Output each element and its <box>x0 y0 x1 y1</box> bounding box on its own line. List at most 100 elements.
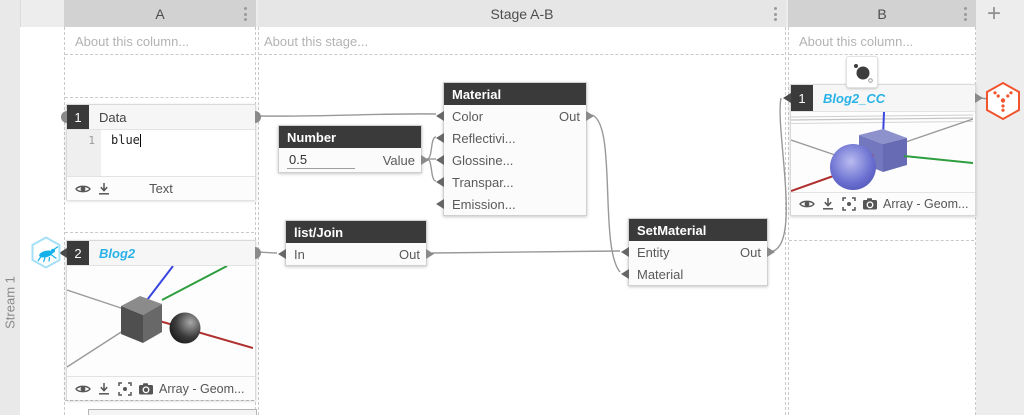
material-row-color: Color Out <box>436 105 594 127</box>
add-column-button[interactable]: + <box>986 0 1001 27</box>
data-type-label: Text <box>149 181 173 196</box>
number-out-label: Value <box>382 152 415 168</box>
setmaterial-material-input-port[interactable] <box>621 269 629 279</box>
stage-header[interactable]: Stage A-B <box>258 0 786 27</box>
data-card-header[interactable]: 1 Data <box>61 105 261 130</box>
blog2cc-geometry-label: Array - Geom... <box>883 197 969 211</box>
column-a-menu-icon[interactable] <box>244 6 247 22</box>
focus-icon[interactable] <box>841 196 857 212</box>
grasshopper-badge[interactable] <box>31 236 61 269</box>
blog2cc-3d-viewport[interactable] <box>791 112 973 192</box>
number-node-row: Value <box>279 148 429 172</box>
column-b-title: B <box>877 5 887 22</box>
blog2-card-title: Blog2 <box>99 245 136 261</box>
stream-sidebar: Stream 1 <box>0 0 21 415</box>
data-output-port[interactable] <box>255 111 261 123</box>
material-row-emission: Emission... <box>436 193 586 215</box>
setmaterial-row-material: Material <box>621 263 767 285</box>
visibility-icon[interactable] <box>799 196 815 212</box>
listjoin-out-port[interactable] <box>426 249 434 259</box>
focus-icon[interactable] <box>117 381 133 397</box>
visibility-icon[interactable] <box>75 181 91 197</box>
setmaterial-out-label: Out <box>740 244 761 260</box>
column-a-about-row <box>65 28 254 55</box>
material-glossiness-input-port[interactable] <box>436 155 444 165</box>
z-axis <box>143 266 174 305</box>
material-blob-icon <box>854 64 873 83</box>
setmaterial-output-port[interactable] <box>767 247 775 257</box>
material-out-label: Out <box>559 108 580 124</box>
material-emission-label: Emission... <box>452 196 516 212</box>
column-b-header[interactable]: B <box>788 0 976 27</box>
blog2cc-card: 1 Blog2_CC <box>783 84 983 216</box>
blog2cc-card-header[interactable]: 1 Blog2_CC <box>783 85 983 112</box>
download-icon[interactable] <box>96 181 112 197</box>
x-axis <box>148 317 253 349</box>
blog2-card-footer: Array - Geom... <box>67 376 255 400</box>
number-value-output-port[interactable] <box>421 155 429 165</box>
grid-line <box>791 139 842 158</box>
listjoin-node: list/Join In Out <box>278 220 434 266</box>
blog2-card-header[interactable]: 2 Blog2 <box>59 241 261 266</box>
camera-icon[interactable] <box>138 381 154 397</box>
blog2-geometry-label: Array - Geom... <box>159 381 245 396</box>
material-color-input-port[interactable] <box>436 111 444 121</box>
setmaterial-entity-label: Entity <box>637 244 670 260</box>
stream-label: Stream 1 <box>2 276 18 329</box>
listjoin-in-label: In <box>294 246 305 262</box>
blog2-input-port[interactable] <box>59 248 67 258</box>
setmaterial-node-header[interactable]: SetMaterial <box>629 219 767 241</box>
blue-sphere <box>830 144 876 190</box>
download-icon[interactable] <box>820 196 836 212</box>
dotted-starburst-icon <box>993 91 1013 112</box>
setmaterial-entity-input-port[interactable] <box>621 247 629 257</box>
blog2cc-card-index-badge: 1 <box>791 85 813 111</box>
material-row-glossiness: Glossine... <box>436 149 586 171</box>
editor-code-text: blue <box>111 133 140 147</box>
material-reflectivity-input-port[interactable] <box>436 133 444 143</box>
material-reflectivity-label: Reflectivi... <box>452 130 516 146</box>
dark-sphere <box>169 312 201 344</box>
partial-card-top-edge <box>88 409 257 415</box>
blog2cc-output-port[interactable] <box>975 93 983 103</box>
gray-cube <box>121 296 162 343</box>
cell-divider <box>65 232 254 233</box>
material-output-port[interactable] <box>586 111 594 121</box>
column-a-header[interactable]: A <box>64 0 256 27</box>
data-code-editor[interactable]: 1 blue <box>67 130 255 176</box>
grid-line <box>67 326 130 368</box>
visibility-icon[interactable] <box>75 381 91 397</box>
blog2-3d-viewport[interactable] <box>67 266 253 376</box>
horizon-line <box>791 117 973 121</box>
column-b-menu-icon[interactable] <box>964 6 967 22</box>
setmaterial-row-entity: Entity Out <box>621 241 775 263</box>
number-node-header[interactable]: Number <box>279 126 421 148</box>
data-card-title: Data <box>99 109 127 125</box>
material-node-header[interactable]: Material <box>444 83 586 105</box>
listjoin-out-label: Out <box>399 246 420 262</box>
editor-gutter: 1 <box>67 130 101 176</box>
camera-icon[interactable] <box>862 196 878 212</box>
stage-about-input[interactable] <box>259 28 784 54</box>
blog2-output-port[interactable] <box>255 247 261 259</box>
material-transparency-input-port[interactable] <box>436 177 444 187</box>
data-input-port[interactable] <box>61 111 67 123</box>
listjoin-in-port[interactable] <box>278 249 286 259</box>
material-emission-input-port[interactable] <box>436 199 444 209</box>
listjoin-node-header[interactable]: list/Join <box>286 221 426 243</box>
column-b-about-input[interactable] <box>789 28 974 54</box>
setmaterial-material-label: Material <box>637 266 684 282</box>
nodes-badge[interactable] <box>984 81 1022 121</box>
number-value-input[interactable] <box>287 151 355 169</box>
material-transparency-label: Transpar... <box>452 174 514 190</box>
column-a-about-input[interactable] <box>65 28 254 54</box>
download-icon[interactable] <box>96 381 112 397</box>
horizon-line <box>791 114 973 118</box>
blog2-card: 2 Blog2 <box>59 240 261 400</box>
data-card-footer: Text <box>67 176 255 200</box>
blog2cc-input-port[interactable] <box>783 93 791 103</box>
stage-menu-icon[interactable] <box>774 6 777 22</box>
cell-divider <box>65 400 254 401</box>
material-preview-button[interactable] <box>846 56 878 88</box>
